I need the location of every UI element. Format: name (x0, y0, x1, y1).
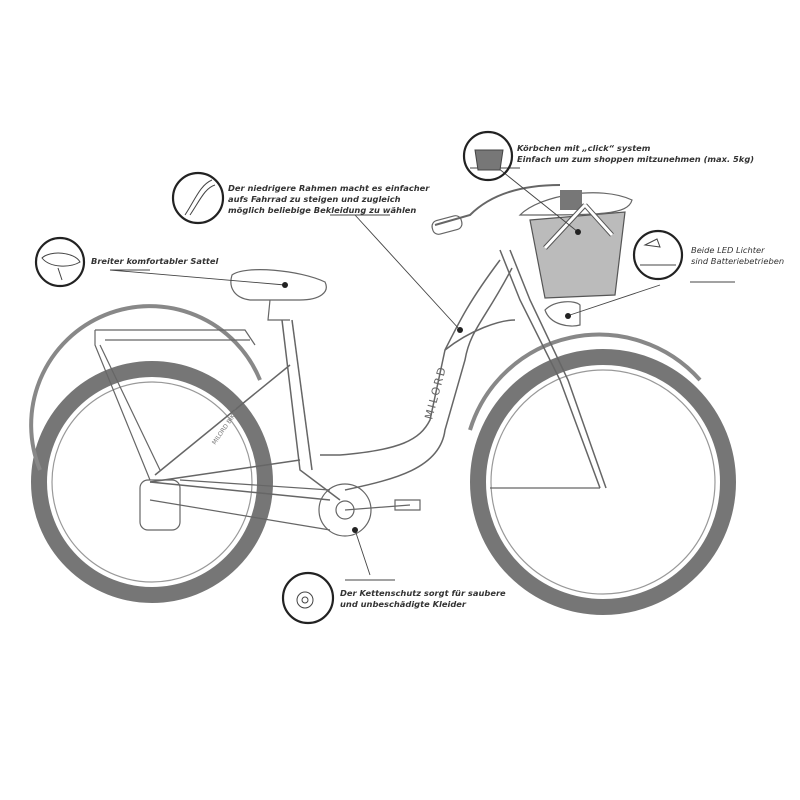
callout-text: sind Batteriebetrieben (691, 256, 785, 266)
led-light-icon (632, 229, 684, 281)
basket (518, 190, 633, 299)
basket-callout: Körbchen mit „click“ system Einfach um z… (517, 143, 754, 165)
callout-text: Einfach um zum shoppen mitzunehmen (max.… (517, 154, 755, 164)
front-lamp (544, 301, 581, 327)
derailleur (139, 479, 181, 531)
brand-downtube: MILORD (422, 364, 449, 421)
rear-wheel (31, 361, 273, 603)
callout-text: Breiter komfortabler Sattel (91, 256, 219, 266)
lights-callout: Beide LED Lichter sind Batteriebetrieben (691, 245, 784, 267)
front-wheel (470, 349, 736, 615)
chainguard (318, 483, 372, 537)
callout-text: Der niedrigere Rahmen macht es einfacher (228, 183, 430, 193)
callout-text: aufs Fahrrad zu steigen und zugleich (228, 194, 401, 204)
callout-text: Beide LED Lichter (691, 245, 765, 255)
front-fender (468, 332, 702, 431)
handlebar (434, 184, 561, 226)
callout-text: Körbchen mit „click“ system (517, 143, 651, 153)
frame-callout: Der niedrigere Rahmen macht es einfacher… (228, 183, 429, 216)
chainguard-callout: Der Kettenschutz sorgt für saubere und u… (340, 588, 506, 610)
frame-icon (171, 171, 225, 225)
rear-fender (29, 304, 262, 471)
callout-text: Der Kettenschutz sorgt für saubere (340, 588, 506, 598)
chainguard-icon (281, 571, 335, 625)
callout-text: möglich beliebige Bekleidung zu wählen (228, 205, 417, 215)
basket-icon (462, 130, 514, 182)
rear-rack (94, 329, 256, 481)
callout-text: und unbeschädigte Kleider (340, 599, 466, 609)
saddle-callout: Breiter komfortabler Sattel (91, 256, 218, 267)
saddle (230, 269, 327, 301)
saddle-icon (34, 236, 86, 288)
